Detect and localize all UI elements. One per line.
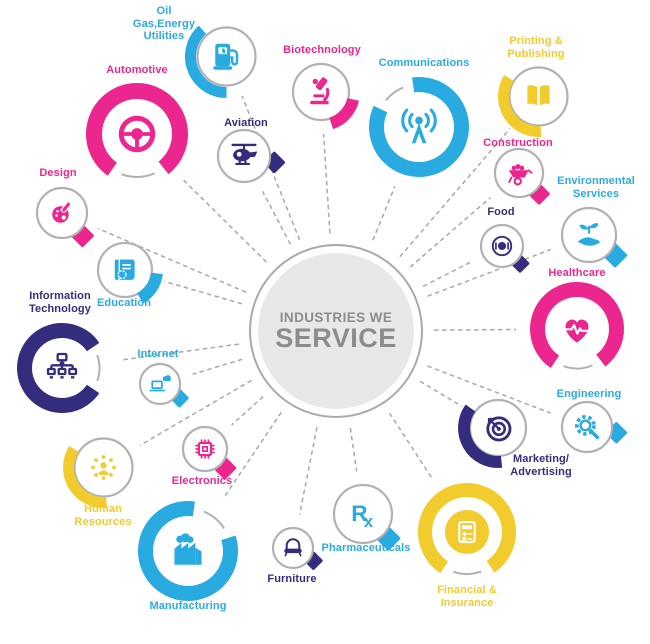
industry-label-food: Food [466, 206, 536, 219]
connector-line [164, 280, 243, 305]
connector-line [241, 95, 301, 241]
industry-label-line: Technology [29, 302, 91, 315]
industry-label-line: Publishing [507, 47, 565, 60]
industry-label-pharmaceuticals: Pharmaceuticals [301, 542, 431, 555]
connector-line [409, 197, 491, 268]
connector-line [261, 191, 292, 245]
industry-label-design: Design [13, 167, 103, 180]
industry-label-line: Manufacturing [149, 600, 227, 612]
industry-label-line: Engineering [556, 388, 622, 400]
connector-line [388, 412, 434, 480]
industry-label-aviation: Aviation [201, 117, 291, 130]
industry-label-line: Environmental [557, 175, 635, 187]
connector-line [427, 365, 551, 414]
industry-label-line: Aviation [224, 117, 268, 129]
industry-label-furniture: Furniture [242, 573, 342, 586]
connector-line [372, 186, 396, 241]
industry-label-marketing-advertising: Marketing/Advertising [486, 453, 596, 478]
industry-label-line: Communications [378, 57, 470, 69]
industry-label-line: Financial & [437, 584, 497, 596]
connector-line [223, 411, 282, 499]
industry-label-line: Design [39, 167, 77, 179]
industry-label-line: Printing & [509, 35, 563, 47]
industry-label-line: Biotechnology [283, 44, 361, 56]
industry-label-line: Furniture [267, 573, 317, 585]
industry-label-construction: Construction [463, 137, 573, 150]
center-title-top: INDUSTRIES WE [279, 310, 393, 325]
industry-label-line: Automotive [106, 64, 168, 76]
industry-label-healthcare: Healthcare [522, 267, 632, 280]
industry-label-line: Pharmaceuticals [321, 542, 411, 554]
industry-label-biotechnology: Biotechnology [262, 44, 382, 57]
connector-line [120, 343, 240, 361]
connector-line [433, 328, 517, 331]
industry-label-line: Gas,Energy [132, 17, 196, 30]
connector-line [422, 261, 472, 287]
industry-label-line: Information [29, 290, 91, 302]
industry-label-line: Education [96, 297, 152, 309]
industry-label-line: Utilities [143, 30, 185, 42]
industry-label-engineering: Engineering [534, 388, 644, 401]
industry-label-line: Services [572, 187, 620, 200]
center-circle: INDUSTRIES WE SERVICE [249, 244, 423, 418]
industry-label-line: Advertising [510, 465, 572, 478]
industry-label-line: Oil [156, 5, 172, 17]
connector-line [97, 227, 247, 293]
industry-label-line: Human [84, 503, 122, 515]
industry-label-manufacturing: Manufacturing [123, 600, 253, 613]
industry-label-line: Insurance [440, 596, 494, 609]
industry-label-financial-insurance: Financial &Insurance [412, 584, 522, 609]
connector-line [399, 128, 511, 258]
industry-label-line: Electronics [171, 475, 233, 487]
center-title-main: SERVICE [275, 323, 397, 353]
industry-label-internet: Internet [113, 348, 203, 361]
industry-label-communications: Communications [354, 57, 494, 70]
industry-label-printing-publishing: Printing &Publishing [486, 35, 586, 60]
industry-label-line: Marketing/ [512, 453, 569, 465]
connector-line [419, 380, 463, 408]
connector-line [182, 179, 267, 263]
industry-label-automotive: Automotive [82, 64, 192, 77]
industry-label-line: Food [487, 206, 515, 218]
industry-label-education: Education [74, 297, 174, 310]
center-disc: INDUSTRIES WE SERVICE [258, 253, 414, 409]
industry-label-line: Internet [137, 348, 179, 360]
connector-line [139, 379, 252, 446]
industry-label-line: Healthcare [548, 267, 606, 279]
industry-label-electronics: Electronics [152, 475, 252, 488]
connector-line [298, 426, 318, 515]
connector-line [427, 248, 551, 297]
industry-label-line: Resources [74, 515, 132, 528]
connector-line [192, 358, 243, 375]
connector-line [349, 427, 358, 472]
connector-line [231, 396, 264, 426]
connector-line [322, 133, 331, 234]
industry-label-line: Construction [483, 137, 553, 149]
